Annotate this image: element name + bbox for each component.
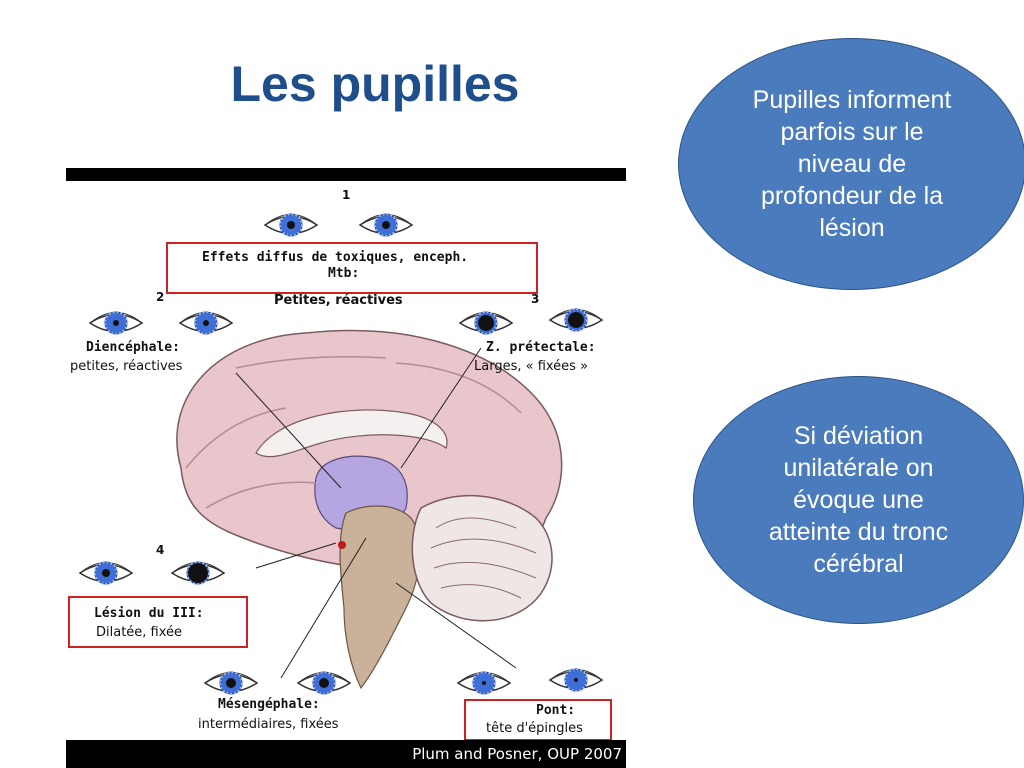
figure-top-bar bbox=[66, 168, 626, 181]
label-number-4: 4 bbox=[156, 543, 165, 557]
callout-depth-info: Pupilles informent parfois sur le niveau… bbox=[678, 38, 1024, 290]
lesion-iii-title: Lésion du III: bbox=[94, 606, 204, 621]
pretectale-title: Z. prétectale: bbox=[486, 340, 596, 355]
figure-citation: Plum and Posner, OUP 2007 bbox=[66, 740, 626, 768]
pont-desc: tête d'épingles bbox=[486, 721, 583, 736]
pointer-lines bbox=[235, 347, 517, 679]
diencephale-title: Diencéphale: bbox=[86, 340, 180, 355]
label-number-3: 3 bbox=[531, 292, 540, 306]
eye-pair-pont bbox=[457, 668, 603, 695]
box-lesion-iii bbox=[68, 596, 248, 648]
callout-brainstem: Si déviation unilatérale on évoque une a… bbox=[693, 376, 1024, 624]
pretectale-desc: Larges, « fixées » bbox=[474, 359, 589, 374]
box-diffuse-effects bbox=[166, 242, 538, 294]
box1-line2: Mtb: bbox=[328, 266, 360, 281]
pont-title: Pont: bbox=[536, 703, 576, 718]
box1-line3: Petites, réactives bbox=[274, 293, 403, 308]
callout-brainstem-text: Si déviation unilatérale on évoque une a… bbox=[768, 422, 949, 578]
slide-title: Les pupilles bbox=[230, 56, 520, 112]
brain-sagittal-section bbox=[176, 329, 563, 690]
brain-pupil-figure: 1 2 3 4 Effets diffus de toxiques, encep… bbox=[66, 168, 626, 768]
lesion-iii-desc: Dilatée, fixée bbox=[96, 625, 183, 640]
eye-pair-2 bbox=[89, 311, 233, 335]
label-number-1: 1 bbox=[342, 188, 351, 202]
callout-depth-text: Pupilles informent parfois sur le niveau… bbox=[752, 86, 952, 242]
box1-line1: Effets diffus de toxiques, enceph. bbox=[202, 250, 469, 265]
brain-illustration bbox=[79, 213, 603, 695]
mesencephale-desc: intermédiaires, fixées bbox=[198, 717, 339, 732]
diencephale-desc: petites, réactives bbox=[70, 359, 183, 374]
pupil-dots bbox=[102, 221, 584, 688]
mesencephale-title: Mésengéphale: bbox=[218, 697, 320, 712]
label-number-2: 2 bbox=[156, 290, 165, 304]
